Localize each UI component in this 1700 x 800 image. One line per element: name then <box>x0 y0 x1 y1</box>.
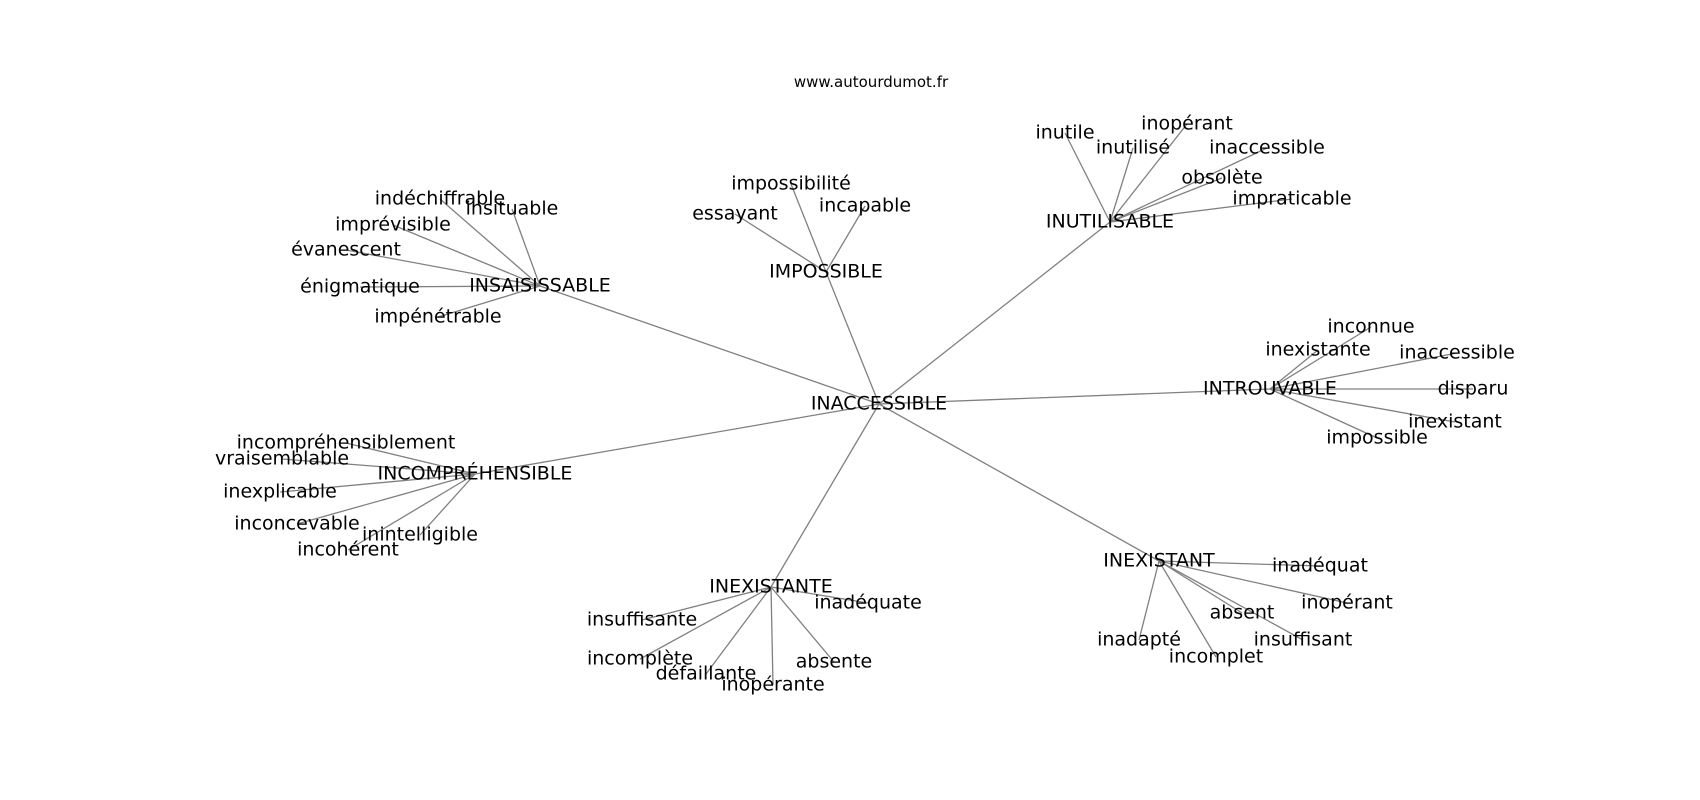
edge-insaisissable-to-insituable <box>511 208 541 287</box>
edge-inexistante-to-absente <box>770 586 835 663</box>
leaf-node-impossibilite[interactable]: impossibilité <box>731 173 851 195</box>
edge-incomprehensible-to-vraisemblable <box>281 458 476 475</box>
edge-impossible-to-essayant <box>734 213 827 273</box>
leaf-node-inaccessible[interactable]: inaccessible <box>1209 137 1325 159</box>
leaf-node-incomprehensiblement[interactable]: incompréhensiblement <box>237 432 456 454</box>
leaf-node-insuffisante[interactable]: insuffisante <box>587 609 697 631</box>
edge-incomprehensible-to-inexplicable <box>279 473 476 493</box>
leaf-node-inoperant[interactable]: inopérant <box>1141 113 1233 135</box>
leaf-node-inutilise[interactable]: inutilisé <box>1096 137 1170 159</box>
leaf-node-indechiffrable[interactable]: indéchiffrable <box>375 188 505 210</box>
edge-impossible-to-impossibilite <box>790 183 827 273</box>
leaf-node-disparu[interactable]: disparu <box>1438 378 1509 400</box>
edge-impossible-to-incapable <box>825 205 866 273</box>
edge-center-to-inexistante <box>770 403 880 588</box>
edge-center-to-introuvable <box>878 388 1271 405</box>
edge-center-to-inutilisable <box>878 221 1111 405</box>
center-node-inaccessible[interactable]: INACCESSIBLE <box>811 393 947 415</box>
leaf-node-inoperant[interactable]: inopérant <box>1301 592 1393 614</box>
edge-center-to-insaisissable <box>539 285 880 405</box>
edge-inexistant-to-inadequat <box>1158 560 1321 567</box>
edge-inutilisable-to-inoperant <box>1109 123 1188 223</box>
leaf-node-insuffisant[interactable]: insuffisant <box>1254 629 1353 651</box>
edge-inutilisable-to-inutilise <box>1109 147 1134 223</box>
edge-inexistante-to-insuffisante <box>641 586 772 621</box>
leaf-node-inexistant[interactable]: inexistant <box>1408 411 1502 433</box>
hub-node-impossible[interactable]: IMPOSSIBLE <box>769 261 883 283</box>
leaf-node-incapable[interactable]: incapable <box>819 195 911 217</box>
edge-introuvable-to-inconnue <box>1269 326 1372 390</box>
edge-insaisissable-to-evanescent <box>345 249 541 287</box>
edge-center-to-impossible <box>825 271 880 405</box>
hub-node-inexistante[interactable]: INEXISTANTE <box>709 576 832 598</box>
leaf-node-absente[interactable]: absente <box>796 651 872 673</box>
edge-inutilisable-to-impraticable <box>1109 198 1293 223</box>
edge-insaisissable-to-impenetrable <box>437 285 541 318</box>
watermark-text: www.autourdumot.fr <box>793 73 949 91</box>
leaf-node-essayant[interactable]: essayant <box>692 203 778 225</box>
edge-inexistant-to-insuffisant <box>1158 560 1304 641</box>
leaf-node-inadequat[interactable]: inadéquat <box>1272 555 1368 577</box>
edge-center-to-incomprehensible <box>474 403 880 475</box>
leaf-node-incoherent[interactable]: incohérent <box>297 539 399 561</box>
edge-inexistant-to-incomplet <box>1158 560 1217 658</box>
edge-introuvable-to-inexistante <box>1269 349 1319 390</box>
edge-center-to-inexistant <box>878 403 1160 562</box>
edge-introuvable-to-inexistant <box>1269 388 1456 423</box>
edge-inexistante-to-inoperante <box>770 586 774 686</box>
edge-inutilisable-to-obsolete <box>1109 177 1223 223</box>
leaf-node-insituable[interactable]: insituable <box>466 198 559 220</box>
edge-inexistant-to-absent <box>1158 560 1243 614</box>
edge-incomprehensible-to-incoherent <box>347 473 476 551</box>
leaf-node-incomplete[interactable]: incomplète <box>587 648 693 670</box>
leaf-node-incomplet[interactable]: incomplet <box>1169 646 1263 668</box>
leaf-node-obsolete[interactable]: obsolète <box>1181 167 1262 189</box>
leaf-node-inoperante[interactable]: inopérante <box>721 674 824 696</box>
leaf-node-vraisemblable[interactable]: vraisemblable <box>215 448 349 470</box>
leaf-node-impenetrable[interactable]: impénétrable <box>374 306 501 328</box>
graph-edges <box>279 123 1473 686</box>
edge-inutilisable-to-inutile <box>1064 132 1111 223</box>
graph-labels: inutileinutiliséinopérantinaccessibleobs… <box>215 113 1515 696</box>
edge-inutilisable-to-inaccessible <box>1109 147 1268 223</box>
edge-insaisissable-to-imprevisible <box>392 224 541 287</box>
leaf-node-inaccessible[interactable]: inaccessible <box>1399 342 1515 364</box>
leaf-node-imprevisible[interactable]: imprévisible <box>335 214 451 236</box>
edge-incomprehensible-to-incomprehensiblement <box>345 442 476 475</box>
edge-inexistante-to-defaillante <box>705 586 772 675</box>
leaf-node-inadapte[interactable]: inadapté <box>1097 629 1181 651</box>
hub-node-introuvable[interactable]: INTROUVABLE <box>1203 378 1337 400</box>
leaf-node-inconnue[interactable]: inconnue <box>1327 316 1414 338</box>
edge-incomprehensible-to-inintelligible <box>419 473 476 536</box>
leaf-node-impraticable[interactable]: impraticable <box>1232 188 1351 210</box>
leaf-node-inintelligible[interactable]: inintelligible <box>362 524 478 546</box>
hub-node-incomprehensible[interactable]: INCOMPRÉHENSIBLE <box>378 462 573 485</box>
edge-inexistant-to-inadapte <box>1138 560 1160 641</box>
hub-node-inexistant[interactable]: INEXISTANT <box>1103 550 1215 572</box>
leaf-node-defaillante[interactable]: défaillante <box>656 663 757 685</box>
leaf-node-absent[interactable]: absent <box>1210 602 1275 624</box>
leaf-node-evanescent[interactable]: évanescent <box>291 239 401 261</box>
edge-insaisissable-to-enigmatique <box>359 285 541 288</box>
edge-inexistante-to-inadequate <box>770 586 869 604</box>
edge-inexistant-to-inoperant <box>1158 560 1348 604</box>
edge-introuvable-to-inaccessible <box>1269 352 1458 390</box>
edge-inexistante-to-incomplete <box>639 586 772 660</box>
edge-incomprehensible-to-inconcevable <box>296 473 476 525</box>
leaf-node-inconcevable[interactable]: inconcevable <box>234 513 360 535</box>
leaf-node-enigmatique[interactable]: énigmatique <box>300 276 420 298</box>
hub-node-insaisissable[interactable]: INSAISISSABLE <box>469 275 611 297</box>
leaf-node-impossible[interactable]: impossible <box>1326 427 1428 449</box>
leaf-node-inadequate[interactable]: inadéquate <box>814 592 922 614</box>
edge-insaisissable-to-indechiffrable <box>439 198 541 287</box>
leaf-node-inexplicable[interactable]: inexplicable <box>223 481 337 503</box>
hub-node-inutilisable[interactable]: INUTILISABLE <box>1046 211 1174 233</box>
edge-introuvable-to-impossible <box>1269 388 1378 439</box>
leaf-node-inutile[interactable]: inutile <box>1035 122 1094 144</box>
leaf-node-inexistante[interactable]: inexistante <box>1265 339 1370 361</box>
